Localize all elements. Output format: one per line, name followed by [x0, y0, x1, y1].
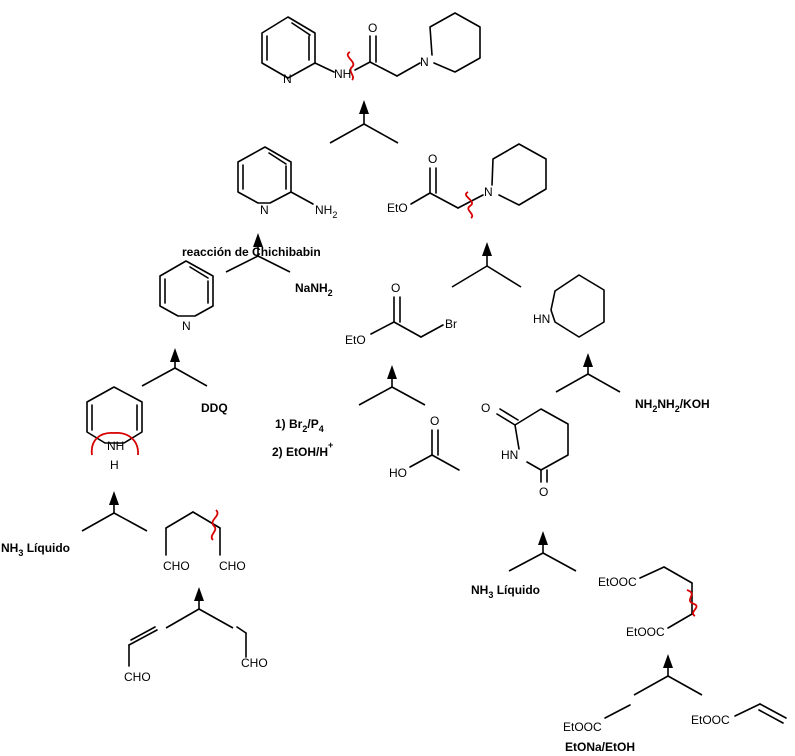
nh3-liquid-label-2: NH3 Líquido [471, 583, 540, 600]
nh3-liquid-label: NH3 Líquido [1, 541, 70, 558]
imide-o-bottom-label: O [539, 485, 548, 499]
target-amide: N NH O N [261, 12, 481, 86]
aldehyde-left-label: CHO [163, 559, 190, 573]
acetic-acid: O HO [389, 414, 460, 480]
bromoester-o-label: O [391, 281, 400, 295]
imide-hn-label: HN [501, 448, 518, 462]
diethyl-glutarate: EtOOC EtOOC [598, 566, 698, 639]
ester-o-label: O [428, 152, 437, 166]
acrolein-cho-label: CHO [124, 670, 151, 684]
piperidine-n-label: N [484, 185, 493, 199]
retro-arrow [81, 491, 148, 532]
hydrazine-koh-label: NH2NH2/KOH [635, 397, 710, 414]
ester-top-label: EtOOC [598, 575, 637, 589]
retro-arrow [451, 242, 522, 288]
ester-eto-label: EtO [387, 201, 408, 215]
bromoester-eto-label: EtO [345, 333, 366, 347]
aminopyridine: N NH2 [237, 146, 337, 220]
dihydropyridine: NH H [86, 386, 143, 472]
ester-bottom-label: EtOOC [626, 625, 665, 639]
acid-ho-label: HO [389, 466, 407, 480]
acrylate-etooc-label: EtOOC [691, 713, 730, 727]
ester-fragment: EtOOC [563, 704, 631, 734]
amine-nh2-label: NH2 [315, 203, 337, 220]
disconnection-mark [346, 51, 355, 81]
retro-arrow [225, 233, 291, 273]
acetaldehyde: CHO [236, 626, 268, 670]
pyridine: N [159, 260, 214, 333]
retro-arrow [358, 365, 426, 406]
esterification-step-label: 2) EtOH/H+ [272, 440, 333, 459]
retro-arrow [165, 587, 234, 629]
retro-arrow [329, 100, 399, 144]
aminopyridine-n-label: N [260, 203, 269, 217]
pyridine-n-label: N [182, 319, 191, 333]
acid-o-label: O [430, 414, 439, 428]
ethyl-bromoacetate: O EtO Br [345, 281, 457, 347]
chichibabin-label: reacción de Chichibabin [182, 245, 321, 259]
disconnection-mark [90, 432, 139, 456]
aldehyde-right-label: CHO [219, 559, 246, 573]
ethyl-acrylate: EtOOC [691, 703, 787, 727]
imide-o-top-label: O [481, 401, 490, 415]
glutarimide: O HN O [481, 401, 569, 499]
disconnection-mark [465, 191, 474, 219]
retro-arrow [555, 353, 621, 393]
retro-arrow [633, 654, 703, 696]
acrolein: CHO [124, 626, 158, 684]
piperidine: HN [533, 274, 605, 338]
glutaraldehyde: CHO CHO [163, 509, 246, 573]
pyridine-n-label: N [283, 72, 292, 86]
disconnection-mark [210, 509, 219, 541]
acetaldehyde-cho-label: CHO [241, 656, 268, 670]
fragment-etooc-label: EtOOC [563, 720, 602, 734]
carbonyl-o-label: O [368, 21, 377, 35]
bromine-label: Br [445, 317, 457, 331]
ethyl-piperidinoacetate: O EtO N [387, 143, 547, 219]
bromination-step-label: 1) Br2/P4 [275, 417, 324, 434]
piperidine-n-label: N [420, 55, 429, 69]
dihydropyridine-h-label: H [110, 458, 119, 472]
disconnection-mark [686, 589, 698, 617]
retro-arrow [141, 348, 208, 387]
dihydropyridine-nh-label: NH [107, 439, 124, 453]
etona-etoh-label: EtONa/EtOH [565, 740, 635, 754]
amide-nh-label: NH [334, 67, 351, 81]
retro-arrow [508, 531, 577, 572]
piperidine-hn-label: HN [533, 312, 550, 326]
ddq-label: DDQ [201, 401, 228, 415]
nanh2-label: NaNH2 [295, 281, 333, 298]
